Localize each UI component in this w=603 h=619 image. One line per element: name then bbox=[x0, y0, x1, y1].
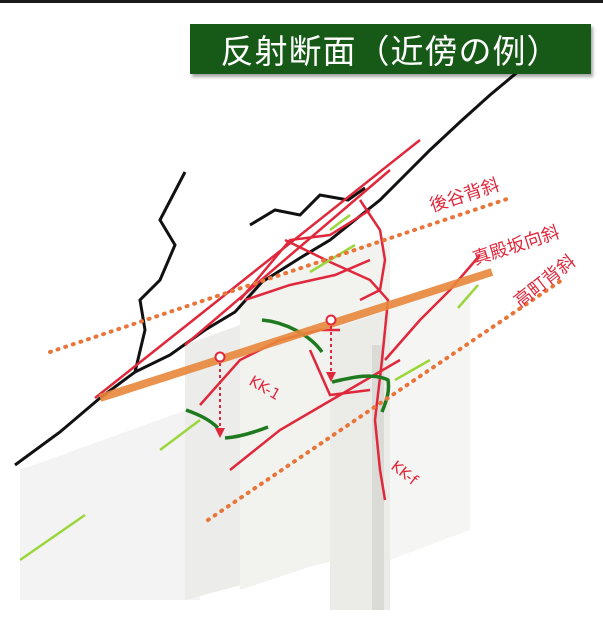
inland-boundary bbox=[133, 171, 187, 373]
label-syncline: 真殿坂向斜 bbox=[470, 222, 562, 270]
section-panels bbox=[20, 235, 470, 610]
anticline-axis-1 bbox=[48, 196, 512, 354]
anticline-axis-2 bbox=[206, 278, 564, 522]
label-anticline-2: 高町背斜 bbox=[510, 251, 580, 312]
inland-boundary-2 bbox=[249, 186, 366, 227]
top-border bbox=[0, 0, 603, 3]
intersection-point-2 bbox=[325, 314, 337, 326]
arrow-head-2 bbox=[326, 372, 336, 382]
arrow-head-1 bbox=[215, 428, 225, 438]
intersection-point-1 bbox=[214, 351, 226, 363]
dark-green-horizons bbox=[185, 318, 391, 440]
syncline-axis bbox=[98, 268, 494, 402]
label-anticline-1: 後谷背斜 bbox=[427, 175, 502, 217]
page-title: 反射断面（近傍の例） bbox=[190, 24, 591, 74]
light-green-horizons bbox=[19, 214, 479, 562]
